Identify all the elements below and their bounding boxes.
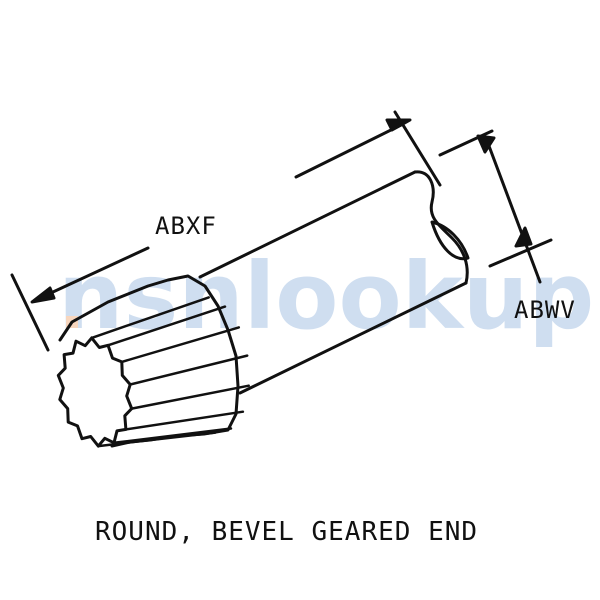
length-arrow-right	[385, 118, 412, 132]
gear-tooth-ridge	[97, 431, 217, 448]
length-dimension-label: ABXF	[155, 212, 217, 240]
gear-tooth-ridge	[120, 326, 241, 364]
gear-tooth-ridge	[130, 384, 250, 410]
diameter-arrow-bottom	[514, 226, 533, 248]
shaft-break-section	[430, 220, 470, 261]
gear-toothed-face	[56, 336, 134, 448]
diameter-dim-line	[484, 136, 542, 284]
diameter-ext-line-top	[438, 129, 494, 157]
gear-teeth-ridges	[90, 296, 250, 448]
length-ext-line-left	[10, 273, 50, 352]
gear-tooth-ridge	[90, 296, 210, 340]
diameter-dimension	[438, 129, 553, 284]
diameter-arrow-top	[476, 134, 496, 154]
gear-tooth-ridge	[124, 410, 245, 431]
gear-tooth-ridge	[128, 354, 249, 386]
bevel-gear	[56, 274, 250, 448]
caption: ROUND, BEVEL GEARED END	[95, 517, 478, 547]
diameter-ext-line-bottom	[488, 238, 553, 268]
length-dim-line-right	[294, 122, 405, 179]
gear-tooth-ridge	[106, 305, 227, 347]
shaft-top-edge	[198, 170, 417, 279]
shaft	[198, 170, 470, 395]
length-dim-line-left	[38, 246, 150, 300]
gear-tooth-ridge	[112, 427, 233, 445]
shaft-bottom-edge	[238, 281, 468, 395]
diameter-dimension-label: ABWV	[514, 296, 576, 324]
length-arrow-left	[30, 286, 56, 304]
length-dimension	[10, 110, 442, 352]
